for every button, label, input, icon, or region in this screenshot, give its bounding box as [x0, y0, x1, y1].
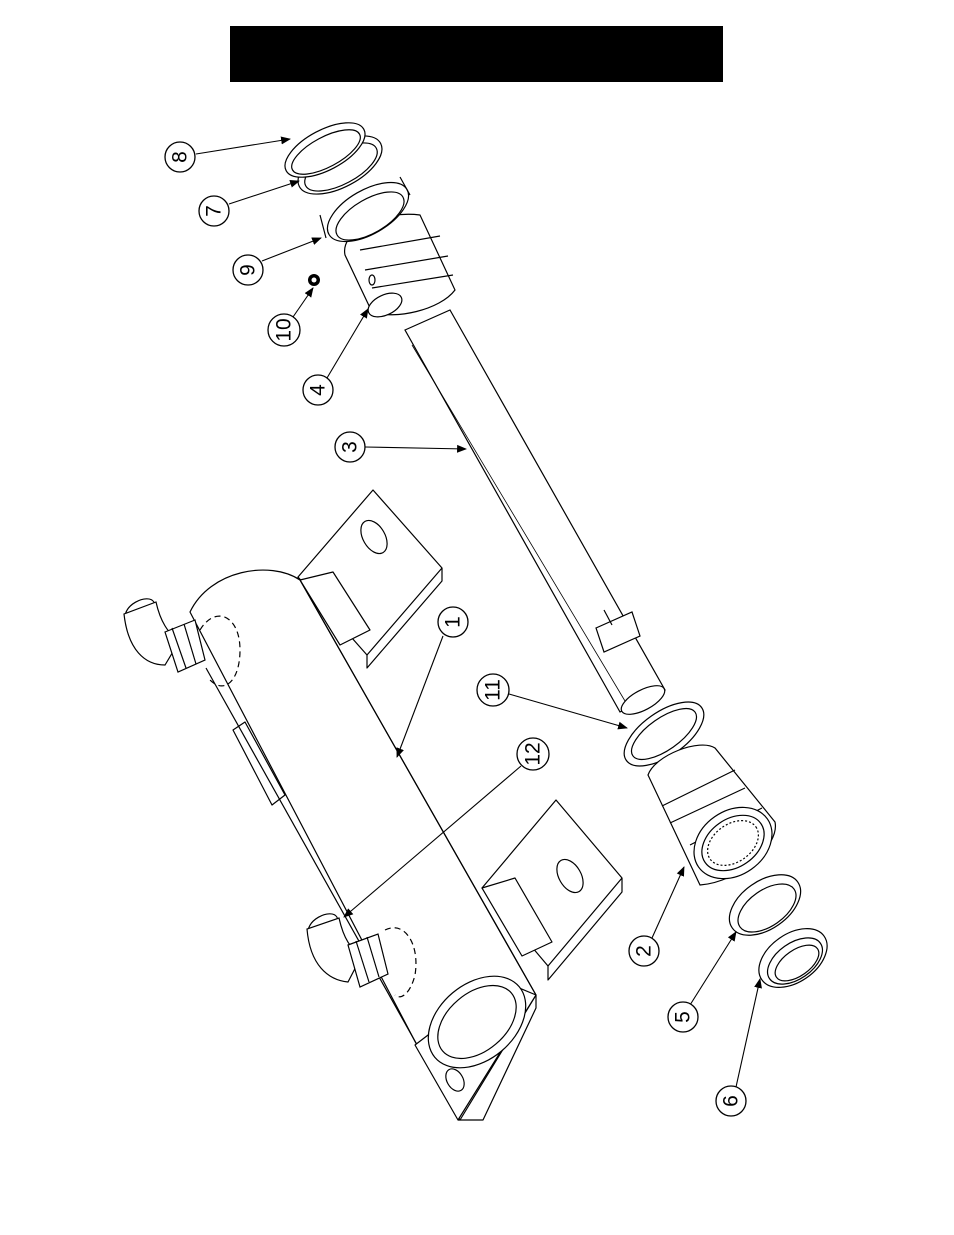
- callout-6: 6: [716, 1086, 746, 1116]
- callout-9: 9: [233, 255, 263, 285]
- leader-5: [690, 932, 736, 1005]
- leader-6: [736, 979, 760, 1087]
- svg-text:6: 6: [720, 1095, 743, 1107]
- leader-2: [652, 867, 684, 938]
- leader-1: [397, 636, 443, 757]
- leader-4: [327, 309, 368, 378]
- svg-text:1: 1: [442, 616, 465, 628]
- piston-rod-part: [405, 310, 669, 720]
- svg-text:12: 12: [522, 742, 545, 765]
- callout-1: 1: [438, 607, 468, 637]
- leader-7: [229, 181, 299, 204]
- set-screw-part: [308, 274, 320, 286]
- callout-2: 2: [629, 936, 659, 966]
- svg-text:8: 8: [169, 151, 192, 163]
- svg-text:4: 4: [307, 384, 330, 396]
- svg-text:9: 9: [237, 264, 260, 276]
- callout-4: 4: [303, 375, 333, 405]
- callout-11: 11: [477, 674, 509, 706]
- svg-text:2: 2: [633, 945, 656, 957]
- svg-text:3: 3: [339, 441, 362, 453]
- callout-5: 5: [668, 1002, 698, 1032]
- callout-7: 7: [199, 196, 229, 226]
- elbow-fitting-upper: [122, 594, 205, 672]
- leader-8: [196, 139, 290, 154]
- svg-text:11: 11: [482, 679, 505, 701]
- callout-10: 10: [268, 314, 300, 346]
- leader-3: [365, 447, 466, 449]
- svg-text:10: 10: [273, 318, 296, 341]
- svg-text:5: 5: [672, 1011, 695, 1023]
- gland-part: [648, 745, 786, 893]
- leader-9: [262, 238, 321, 261]
- leader-10: [293, 288, 313, 317]
- svg-text:7: 7: [203, 205, 226, 217]
- callout-3: 3: [335, 432, 365, 462]
- leader-11: [509, 694, 627, 728]
- callout-8: 8: [165, 142, 195, 172]
- callout-12: 12: [517, 738, 549, 770]
